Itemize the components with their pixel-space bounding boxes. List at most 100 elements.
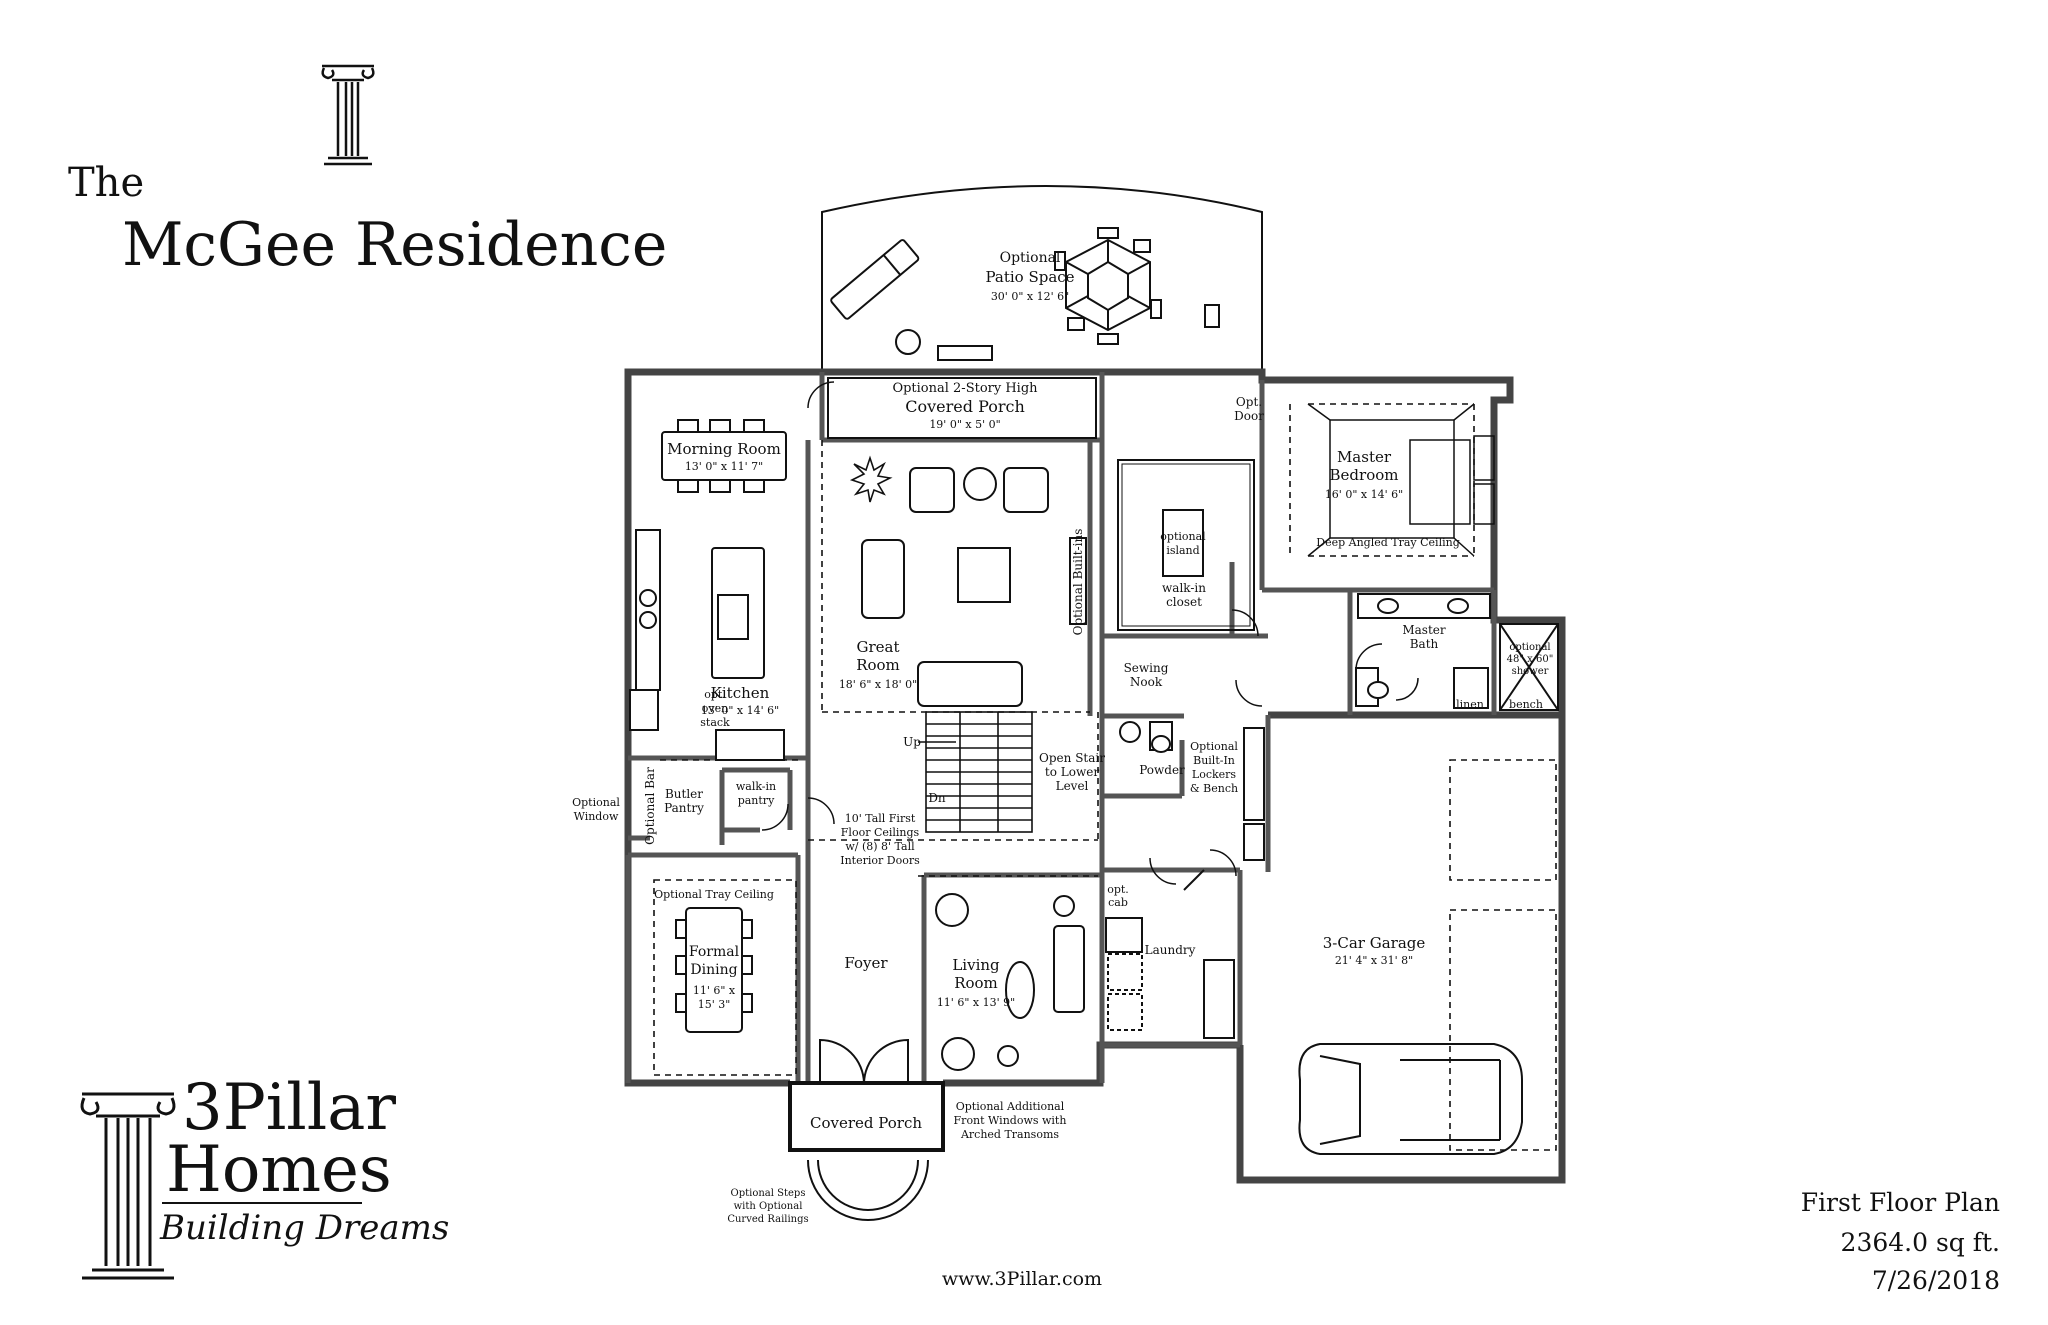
interior-walls <box>625 372 1497 1083</box>
plant-icon <box>849 455 893 503</box>
open-stair-3: Level <box>1056 779 1089 793</box>
powder-label: Powder <box>1139 763 1185 777</box>
ceilings-2: Floor Ceilings <box>841 826 920 839</box>
open-stair-2: to Lower <box>1045 765 1099 779</box>
morning-room-dims: 13' 0" x 11' 7" <box>685 460 763 473</box>
steps-1: Optional Steps <box>731 1188 806 1199</box>
walk-in-pantry-label1: walk-in <box>736 780 776 793</box>
master-bedroom-dims: 16' 0" x 14' 6" <box>1325 488 1403 501</box>
laundry-label: Laundry <box>1145 943 1196 957</box>
opt-door-2: Door <box>1234 409 1264 423</box>
oven-stack-1: opt. <box>704 688 726 701</box>
stair-dn: Dn <box>928 791 946 805</box>
ceilings-3: w/ (8) 8' Tall <box>845 840 915 853</box>
steps-3: Curved Railings <box>727 1214 808 1225</box>
column-ornament-icon <box>321 64 375 166</box>
ceilings-1: 10' Tall First <box>845 812 916 825</box>
patio-area <box>821 185 1263 372</box>
master-bath-fixtures <box>1355 593 1559 711</box>
laundry-fixtures <box>1105 727 1265 1039</box>
butler-pantry-label1: Butler <box>665 787 703 801</box>
plan-date: 7/26/2018 <box>1871 1266 2000 1295</box>
oven-stack-2: oven <box>702 702 728 715</box>
lockers-2: Built-In <box>1193 754 1235 767</box>
brand-underline <box>162 1202 362 1204</box>
dining-dims2: 15' 3" <box>698 998 731 1011</box>
master-bedroom-label1: Master <box>1337 448 1392 466</box>
shower-2: 48" x 60" <box>1507 654 1554 665</box>
sewing-nook-label2: Nook <box>1130 675 1163 689</box>
dining-label1: Formal <box>689 944 740 960</box>
closet-label2: closet <box>1166 595 1202 609</box>
powder-fixtures <box>1119 721 1173 753</box>
opt-cab-1: opt. <box>1107 883 1129 896</box>
kitchen-label: Kitchen <box>711 684 770 702</box>
stairs <box>918 711 1033 833</box>
plan-name: First Floor Plan <box>1800 1188 2000 1217</box>
great-room-label2: Room <box>856 656 900 674</box>
great-room-furniture <box>861 467 1087 707</box>
garage-dims: 21' 4" x 31' 8" <box>1335 954 1413 967</box>
opt-door-1: Opt. <box>1236 395 1262 409</box>
master-bedroom-label2: Bedroom <box>1330 466 1399 484</box>
great-room-label1: Great <box>856 638 899 656</box>
plan-area: 2364.0 sq ft. <box>1840 1228 2000 1257</box>
optional-window-2: Window <box>574 810 619 823</box>
opt-cab-2: cab <box>1108 896 1128 909</box>
steps-2: with Optional <box>734 1201 803 1212</box>
car-icon <box>1298 1043 1523 1155</box>
website-link[interactable]: www.3Pillar.com <box>0 1268 2048 1290</box>
morning-room-table <box>661 419 787 493</box>
brand-tagline: Building Dreams <box>160 1208 450 1248</box>
built-ins-note: Optional Built-ins <box>1071 529 1085 636</box>
rear-porch <box>827 377 1097 439</box>
dining-tray-note: Optional Tray Ceiling <box>654 888 774 901</box>
living-room-dims: 11' 6" x 13' 9" <box>937 996 1015 1009</box>
living-room-label1: Living <box>952 956 1000 974</box>
tray-ceiling-note: Deep Angled Tray Ceiling <box>1316 536 1459 549</box>
front-porch-label: Covered Porch <box>810 1114 922 1132</box>
butler-pantry-label2: Pantry <box>664 801 704 815</box>
pillar-logo-icon <box>80 1092 176 1280</box>
morning-room-label: Morning Room <box>667 440 781 458</box>
sewing-nook-label1: Sewing <box>1124 661 1169 675</box>
kitchen-fixtures <box>629 529 785 761</box>
front-doors <box>819 1038 909 1084</box>
patio-label2: Patio Space <box>985 268 1074 286</box>
patio-label1: Optional <box>1000 250 1061 266</box>
rear-porch-dims: 19' 0" x 5' 0" <box>929 418 1000 431</box>
foyer-label: Foyer <box>844 954 888 972</box>
linen-label: linen <box>1456 698 1484 711</box>
stair-up: Up <box>903 735 921 749</box>
dining-dims1: 11' 6" x <box>693 984 736 997</box>
room-labels: Optional Patio Space 30' 0" x 12' 6" Opt… <box>572 250 1553 1225</box>
rear-porch-label2: Covered Porch <box>905 397 1025 416</box>
living-room-label2: Room <box>954 974 998 992</box>
island-label2: island <box>1166 544 1199 557</box>
open-stair-1: Open Stair <box>1039 751 1105 765</box>
front-windows-3: Arched Transoms <box>960 1128 1059 1141</box>
ceilings-4: Interior Doors <box>840 854 920 867</box>
island-label1: optional <box>1160 530 1206 543</box>
closet-label1: walk-in <box>1162 581 1206 595</box>
brand-name-line1: 3Pillar <box>182 1071 396 1145</box>
lockers-4: & Bench <box>1190 782 1238 795</box>
lockers-3: Lockers <box>1192 768 1237 781</box>
great-room-dims: 18' 6" x 18' 0" <box>839 678 917 691</box>
optional-window-1: Optional <box>572 796 620 809</box>
shower-1: optional <box>1509 642 1550 653</box>
walk-in-pantry-label2: pantry <box>738 794 775 807</box>
oven-stack-3: stack <box>700 716 730 729</box>
bench-label: bench <box>1509 698 1543 711</box>
front-windows-2: Front Windows with <box>954 1114 1067 1127</box>
website-text: www.3Pillar.com <box>941 1268 1103 1290</box>
living-room-furniture <box>935 893 1085 1071</box>
rear-porch-label1: Optional 2-Story High <box>892 381 1038 396</box>
page-title: McGee Residence <box>122 210 668 280</box>
dining-label2: Dining <box>690 962 737 978</box>
lockers-1: Optional <box>1190 740 1238 753</box>
walk-in-closet <box>1117 459 1255 631</box>
master-bath-label2: Bath <box>1410 637 1439 651</box>
dining-table <box>675 907 753 1033</box>
